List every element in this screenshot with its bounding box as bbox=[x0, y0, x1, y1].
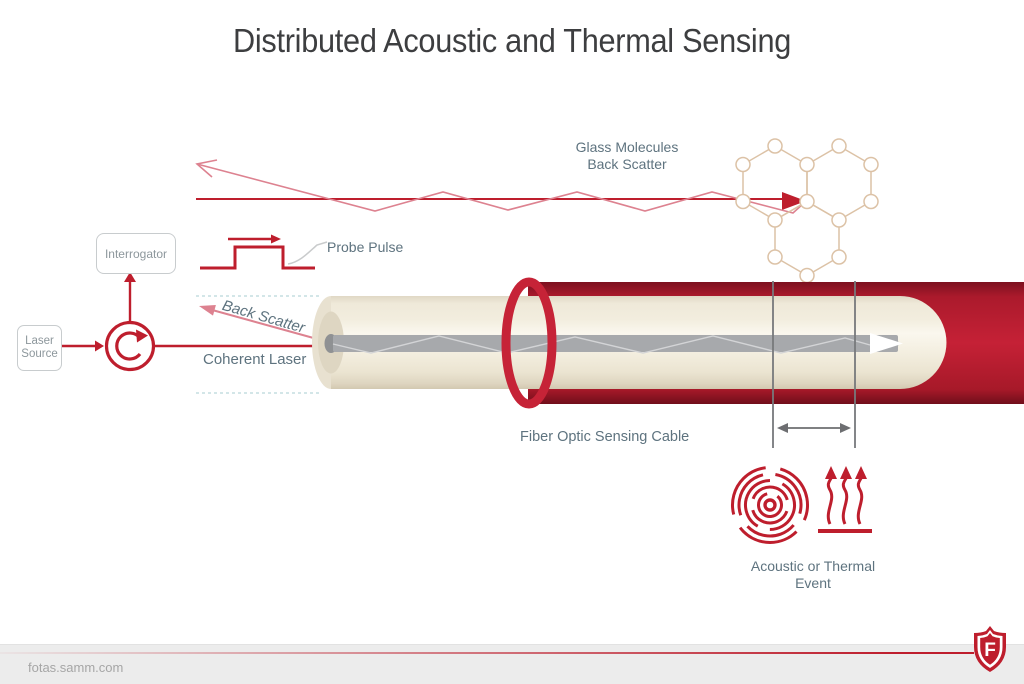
coherent-laser-label: Coherent Laser bbox=[203, 351, 307, 368]
footer-band bbox=[0, 644, 1024, 684]
projection-guides bbox=[196, 295, 320, 394]
event-label-line1: Acoustic or Thermal bbox=[750, 558, 876, 574]
shield-logo-letter: F bbox=[984, 640, 996, 661]
interrogator-box: Interrogator bbox=[96, 233, 176, 274]
connection-arrows bbox=[61, 281, 333, 348]
fiber-cable-label: Fiber Optic Sensing Cable bbox=[520, 429, 690, 445]
fiber-cable-illustration bbox=[312, 277, 1024, 409]
backscatter-arrow bbox=[199, 305, 329, 343]
molecule-backscatter-zigzag bbox=[195, 159, 805, 214]
page-title-wrap: Distributed Acoustic and Thermal Sensing bbox=[0, 22, 1024, 60]
laser-source-label-line2: Source bbox=[21, 348, 58, 360]
glass-molecules-label: Glass Molecules Back Scatter bbox=[537, 139, 717, 173]
arrowhead-to-circulator bbox=[95, 340, 104, 352]
footer-accent-line bbox=[0, 652, 974, 654]
heat-waves-icon bbox=[818, 466, 872, 533]
probe-pulse-waveform bbox=[200, 234, 328, 270]
probe-pulse-label: Probe Pulse bbox=[327, 239, 404, 255]
sensing-zone-dimension bbox=[772, 281, 856, 448]
event-label: Acoustic or Thermal Event bbox=[728, 558, 898, 592]
page-title: Distributed Acoustic and Thermal Sensing bbox=[232, 22, 792, 59]
molecule-lattice-icon bbox=[735, 138, 879, 284]
laser-source-label-line1: Laser bbox=[25, 334, 54, 347]
footer-url: fotas.samm.com bbox=[28, 660, 124, 675]
acoustic-ripple-icon bbox=[731, 466, 809, 544]
event-label-line2: Event bbox=[795, 575, 831, 591]
glass-molecules-label-line2: Back Scatter bbox=[587, 156, 667, 172]
arrowhead-to-interrogator bbox=[124, 272, 136, 282]
interrogator-label: Interrogator bbox=[104, 246, 168, 261]
shield-logo-icon: F bbox=[974, 626, 1006, 672]
glass-molecules-label-line1: Glass Molecules bbox=[575, 139, 679, 155]
circulator-icon bbox=[104, 320, 156, 372]
laser-source-box: Laser Source bbox=[17, 325, 62, 371]
